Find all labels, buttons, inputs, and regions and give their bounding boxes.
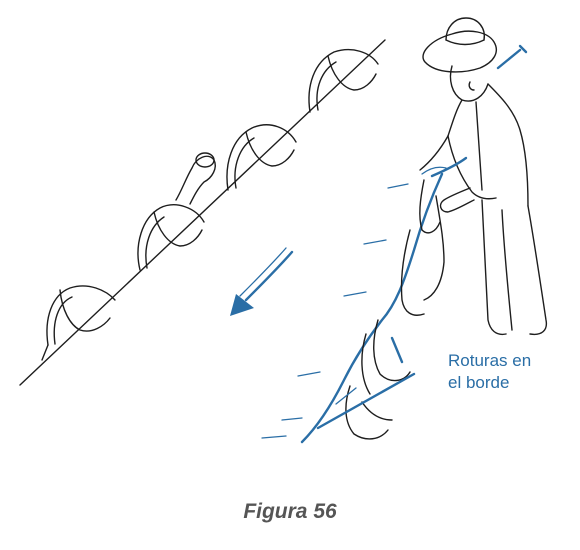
figure-caption: Figura 56 xyxy=(243,500,337,523)
hanging-trays xyxy=(345,179,445,440)
direction-arrow xyxy=(230,247,294,316)
motion-lines xyxy=(261,183,409,439)
tray-4 xyxy=(308,48,379,113)
worker-panel xyxy=(261,17,548,444)
tray-3 xyxy=(226,124,297,191)
edge-tears xyxy=(316,336,416,430)
conveyor-line xyxy=(19,39,386,386)
conveyor-panel xyxy=(19,39,386,386)
tray-1 xyxy=(41,285,116,361)
tray-2 xyxy=(137,152,216,271)
edge-tears-label: Roturas en el borde xyxy=(448,351,532,392)
worker-hat xyxy=(422,17,498,73)
